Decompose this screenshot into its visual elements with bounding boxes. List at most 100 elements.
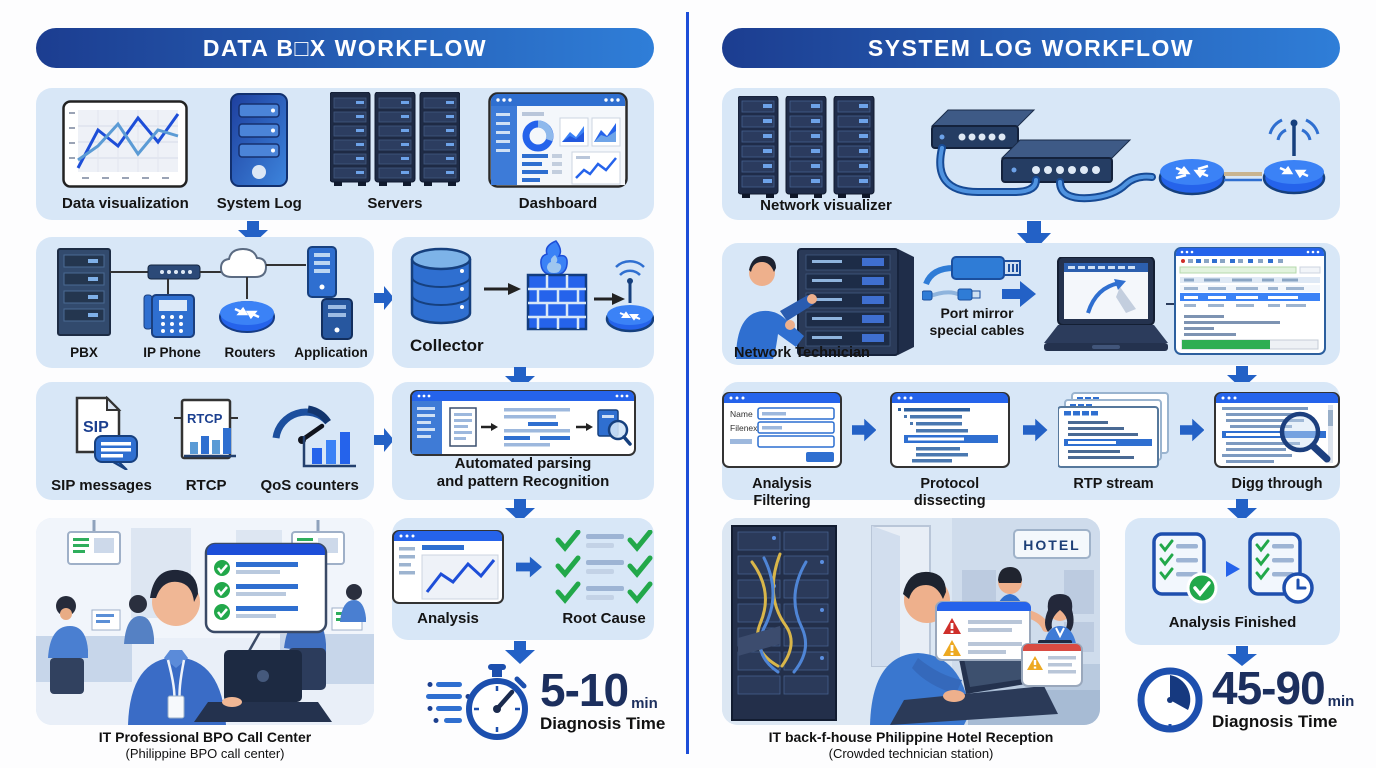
right-time-label: Diagnosis Time xyxy=(1212,711,1338,731)
down-arrow xyxy=(505,499,535,522)
line-chart-icon xyxy=(62,100,189,188)
root-cause-label: Root Cause xyxy=(562,610,646,628)
flow-arrow-right xyxy=(1023,418,1048,442)
technician-rack-icon xyxy=(736,248,914,359)
connector-line xyxy=(1166,303,1176,305)
qos-counters-label: QoS counters xyxy=(260,476,359,494)
system-log-item: System Log xyxy=(217,92,302,212)
bpo-caption-title: IT Professional BPO Call Center xyxy=(98,729,312,745)
analysis-filtering-item: Name Filenext Analysis Filtering xyxy=(722,392,842,509)
analysis-finished-icons xyxy=(1150,532,1316,606)
protocol-dissecting-label: Protocol dissecting xyxy=(913,476,986,509)
small-arrow-right xyxy=(1225,560,1240,577)
digg-through-item: Digg through xyxy=(1214,392,1341,493)
signals-panel: SIP SIP messages RTCP xyxy=(36,382,374,500)
clock-icon xyxy=(1137,667,1203,733)
rack-cluster-icon xyxy=(738,96,875,199)
sip-messages-label: SIP messages xyxy=(51,476,152,494)
log-analysis-steps-panel: Name Filenext Analysis Filtering xyxy=(722,382,1341,509)
switch-2 xyxy=(1000,139,1132,183)
column-divider xyxy=(686,12,689,754)
hotel-caption-title: IT back-f-house Philippine Hotel Recepti… xyxy=(768,729,1054,745)
sip-messages-item: SIP SIP messages xyxy=(51,395,152,494)
right-time-unit: min xyxy=(1327,692,1355,710)
analysis-label: Analysis xyxy=(417,610,479,628)
left-time-text: 5-10 min Diagnosis Time xyxy=(540,667,665,733)
flow-arrow-right xyxy=(1179,418,1205,442)
routers-label: Routers xyxy=(224,345,276,360)
pbx-label: PBX xyxy=(70,345,98,360)
left-workflow-title: DATA B□X WORKFLOW xyxy=(202,34,488,61)
alert-card-1 xyxy=(935,601,1031,661)
collector-panel: Collector xyxy=(392,237,654,368)
telecom-sources-panel: PBX IP Phone Routers Application xyxy=(36,237,374,368)
right-banner: SYSTEM LOG WORKFLOW xyxy=(722,28,1340,68)
hotel-scene-panel: HOTEL xyxy=(722,518,1100,725)
ip-phone-label: IP Phone xyxy=(143,345,201,360)
flow-arrow-right xyxy=(374,428,394,452)
collector-flow-icon xyxy=(410,240,654,333)
network-chain-icon xyxy=(930,109,1326,203)
server-racks-with-cables xyxy=(731,525,837,721)
rtcp-icon-text: RTCP xyxy=(187,411,223,426)
right-workflow-title: SYSTEM LOG WORKFLOW xyxy=(867,34,1195,61)
servers-item: Servers xyxy=(329,91,460,212)
telecom-topology-icon xyxy=(57,246,353,340)
rtp-stream-windows-icon xyxy=(1057,392,1169,468)
data-visualization-label: Data visualization xyxy=(62,194,189,212)
bpo-call-center-illustration xyxy=(36,518,374,725)
root-cause-item: Root Cause xyxy=(554,530,654,627)
down-arrow xyxy=(1017,221,1051,251)
port-mirror-cables-icon xyxy=(922,256,1021,301)
laptop xyxy=(194,650,332,722)
hotel-reception-illustration: HOTEL xyxy=(722,518,1100,725)
dashboard-icon xyxy=(488,92,628,188)
flow-arrow-right xyxy=(1002,281,1036,307)
parsing-panel: Automated parsing and pattern Recognitio… xyxy=(392,382,654,500)
bpo-scene-panel xyxy=(36,518,374,725)
parsing-caption: Automated parsing and pattern Recognitio… xyxy=(392,455,654,493)
port-mirror-label: Port mirror special cables xyxy=(914,305,1040,339)
right-time-value: 45-90 xyxy=(1212,662,1326,715)
right-diagnosis-time: 45-90 min Diagnosis Time xyxy=(1136,662,1355,734)
checklist-done-icon xyxy=(1151,532,1217,604)
left-sources-panel: Data visualization System Log xyxy=(36,88,654,220)
patch-cables xyxy=(936,144,1156,203)
speed-stopwatch-icon xyxy=(426,664,528,740)
right-time-text: 45-90 min Diagnosis Time xyxy=(1212,662,1355,731)
form-field2-label: Filenext xyxy=(730,423,760,433)
application-label: Application xyxy=(294,345,368,360)
data-visualization-item: Data visualization xyxy=(62,100,189,212)
hotel-caption: IT back-f-house Philippine Hotel Recepti… xyxy=(722,729,1100,761)
flow-arrow-right xyxy=(516,556,542,578)
wifi-router xyxy=(1262,118,1326,195)
filter-form-window-icon: Name Filenext xyxy=(722,392,842,468)
collector-label: Collector xyxy=(410,336,484,355)
analysis-filtering-label: Analysis Filtering xyxy=(752,476,812,509)
sip-document-icon: SIP xyxy=(76,395,139,470)
qos-gauge-icon xyxy=(272,405,356,467)
protocol-tree-window-icon xyxy=(889,392,1010,468)
left-diagnosis-time: 5-10 min Diagnosis Time xyxy=(424,662,665,742)
qos-counters-item: QoS counters xyxy=(260,396,359,494)
down-arrow xyxy=(1227,499,1257,522)
root-cause-checklist-icon xyxy=(555,530,653,605)
left-banner: DATA B□X WORKFLOW xyxy=(36,28,654,68)
sip-icon-text: SIP xyxy=(83,419,109,436)
laptop-gauge-icon xyxy=(1044,257,1168,351)
network-visualizer-panel: Network visualizer xyxy=(722,88,1340,220)
left-time-unit: min xyxy=(631,694,658,712)
port-mirror-panel: Network Technician Port mirror special c… xyxy=(722,243,1340,365)
bpo-caption: IT Professional BPO Call Center (Philipp… xyxy=(36,729,374,761)
analysis-rootcause-panel: Analysis Root Cause xyxy=(392,518,654,640)
rtp-stream-label: RTP stream xyxy=(1073,476,1154,492)
analysis-finished-label: Analysis Finished xyxy=(1168,613,1297,631)
port-mirror-label-line1: Port mirror xyxy=(940,305,1014,321)
protocol-dissecting-item: Protocol dissecting xyxy=(886,392,1013,509)
server-racks-icon xyxy=(329,91,460,187)
analysis-window-icon xyxy=(392,530,504,605)
port-mirror-label-line2: special cables xyxy=(929,321,1025,338)
rtcp-report-icon: RTCP xyxy=(174,398,239,459)
analysis-finished-panel: Analysis Finished xyxy=(1125,518,1340,645)
